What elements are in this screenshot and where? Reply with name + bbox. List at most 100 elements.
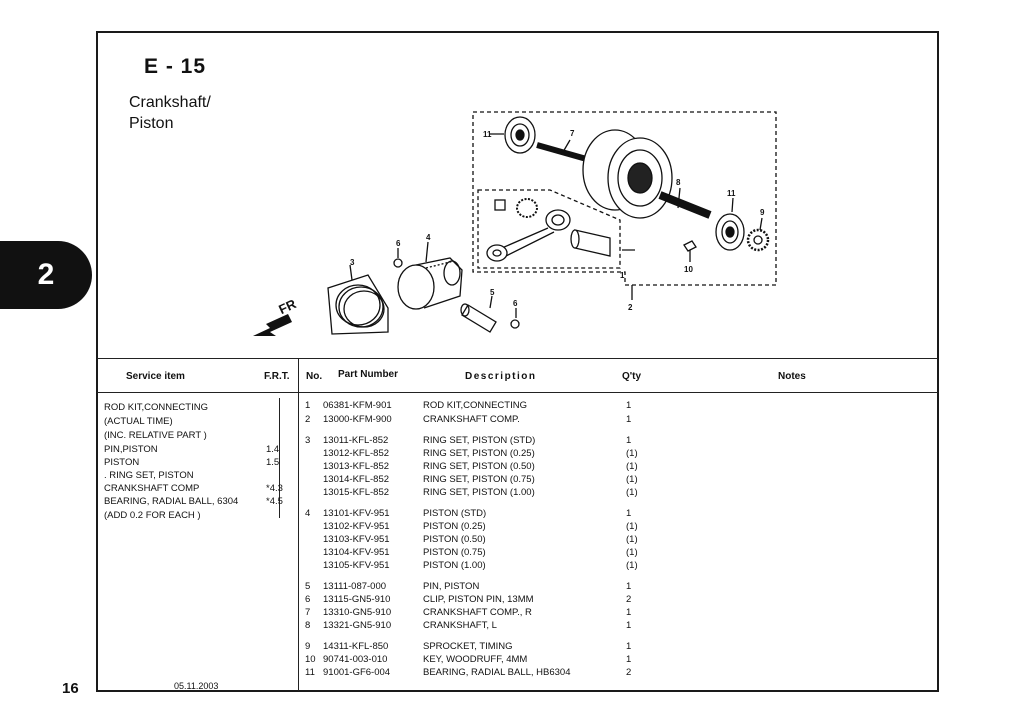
header-description: Description bbox=[465, 371, 537, 382]
part-qty: 1 bbox=[626, 581, 632, 592]
piston-pin-icon bbox=[460, 303, 497, 333]
part-number: 13014-KFL-852 bbox=[323, 474, 390, 485]
page-number: 16 bbox=[62, 680, 79, 697]
table-top-rule bbox=[97, 358, 938, 359]
part-number: 13105-KFV-951 bbox=[323, 560, 390, 571]
rod-kit-small-part bbox=[494, 199, 506, 211]
service-item-label: BEARING, RADIAL BALL, 6304 bbox=[104, 496, 239, 507]
callout-number: 11 bbox=[727, 189, 736, 198]
part-no: 7 bbox=[305, 607, 311, 618]
part-qty: 1 bbox=[626, 400, 632, 411]
bearing-icon bbox=[504, 116, 536, 154]
part-no: 9 bbox=[305, 641, 311, 652]
part-number: 14311-KFL-850 bbox=[323, 641, 389, 652]
service-item-frt: 1.4 bbox=[266, 444, 280, 455]
part-qty: 1 bbox=[626, 607, 632, 618]
rod-kit-boundary bbox=[477, 189, 621, 269]
service-item-label: . RING SET, PISTON bbox=[104, 470, 194, 481]
part-number: 91001-GF6-004 bbox=[323, 667, 391, 678]
part-description: RING SET, PISTON (1.00) bbox=[423, 487, 535, 498]
part-description: PISTON (0.75) bbox=[423, 547, 486, 558]
part-description: PISTON (0.25) bbox=[423, 521, 486, 532]
parts-page-frame bbox=[96, 31, 939, 692]
part-qty: (1) bbox=[626, 547, 638, 558]
column-divider bbox=[298, 358, 299, 691]
assembly-boundary bbox=[472, 111, 777, 286]
front-direction-icon bbox=[253, 314, 292, 336]
part-no: 11 bbox=[305, 667, 315, 678]
part-number: 13000-KFM-900 bbox=[323, 414, 392, 425]
part-description: BEARING, RADIAL BALL, HB6304 bbox=[423, 667, 571, 678]
part-number: 13101-KFV-951 bbox=[323, 508, 390, 519]
callout-number: 6 bbox=[513, 299, 518, 308]
part-description: ROD KIT,CONNECTING bbox=[423, 400, 527, 411]
part-number: 90741-003-010 bbox=[323, 654, 388, 665]
piston-icon bbox=[397, 257, 463, 310]
service-item-frt: 1.5 bbox=[266, 457, 280, 468]
part-number: 13104-KFV-951 bbox=[323, 547, 390, 558]
header-service-item: Service item bbox=[126, 371, 185, 382]
part-qty: 1 bbox=[626, 414, 632, 425]
service-item-label: (ADD 0.2 FOR EACH ) bbox=[104, 510, 201, 521]
crank-pin-icon bbox=[574, 229, 611, 257]
callout-number: 1 bbox=[620, 271, 625, 280]
service-item-label: (ACTUAL TIME) bbox=[104, 416, 173, 427]
callout-number: 7 bbox=[570, 129, 575, 138]
callout-number: 2 bbox=[628, 303, 633, 312]
connecting-rod-icon bbox=[486, 209, 571, 262]
part-description: PIN, PISTON bbox=[423, 581, 480, 592]
part-no: 5 bbox=[305, 581, 311, 592]
service-item-label: PIN,PISTON bbox=[104, 444, 158, 455]
service-item-label: ROD KIT,CONNECTING bbox=[104, 402, 208, 413]
part-description: RING SET, PISTON (0.25) bbox=[423, 448, 535, 459]
table-header-rule bbox=[97, 392, 938, 393]
callout-number: 3 bbox=[350, 258, 355, 267]
part-description: PISTON (STD) bbox=[423, 508, 487, 519]
column-divider bbox=[279, 398, 280, 518]
callout-number: 11 bbox=[483, 130, 492, 139]
part-description: RING SET, PISTON (0.75) bbox=[423, 474, 535, 485]
part-description: PISTON (1.00) bbox=[423, 560, 486, 571]
part-qty: (1) bbox=[626, 521, 638, 532]
woodruff-key-icon bbox=[683, 240, 697, 252]
part-description: RING SET, PISTON (STD) bbox=[423, 435, 536, 446]
section-code: E - 15 bbox=[144, 55, 207, 78]
part-qty: (1) bbox=[626, 487, 638, 498]
part-no: 2 bbox=[305, 414, 311, 425]
part-number: 13015-KFL-852 bbox=[323, 487, 390, 498]
part-description: CLIP, PISTON PIN, 13MM bbox=[423, 594, 534, 605]
part-number: 13321-GN5-910 bbox=[323, 620, 392, 631]
part-qty: 1 bbox=[626, 641, 632, 652]
part-description: CRANKSHAFT COMP. bbox=[423, 414, 520, 425]
service-item-frt: *4.5 bbox=[266, 496, 283, 507]
part-qty: (1) bbox=[626, 448, 638, 459]
part-number: 13011-KFL-852 bbox=[323, 435, 389, 446]
callout-number: 9 bbox=[760, 208, 765, 217]
part-description: CRANKSHAFT, L bbox=[423, 620, 497, 631]
callout-number: 5 bbox=[490, 288, 495, 297]
part-qty: (1) bbox=[626, 560, 638, 571]
header-notes: Notes bbox=[778, 371, 806, 382]
callout-number: 4 bbox=[426, 233, 431, 242]
service-item-label: PISTON bbox=[104, 457, 140, 468]
part-number: 13310-GN5-910 bbox=[323, 607, 392, 618]
bearing-icon bbox=[715, 213, 745, 251]
part-no: 8 bbox=[305, 620, 311, 631]
part-number: 13013-KFL-852 bbox=[323, 461, 390, 472]
sprocket-icon bbox=[746, 228, 770, 252]
section-title-line: Crankshaft/ bbox=[129, 94, 211, 111]
part-qty: 1 bbox=[626, 654, 632, 665]
service-item-label: CRANKSHAFT COMP bbox=[104, 483, 200, 494]
header-no: No. bbox=[306, 371, 323, 382]
header-frt: F.R.T. bbox=[264, 371, 290, 382]
part-number: 13115-GN5-910 bbox=[323, 594, 391, 605]
crankshaft-icon bbox=[536, 129, 712, 219]
part-number: 06381-KFM-901 bbox=[323, 400, 392, 411]
piston-ring-box bbox=[327, 274, 389, 335]
part-number: 13103-KFV-951 bbox=[323, 534, 390, 545]
section-title-line: Piston bbox=[129, 115, 174, 132]
clip-icon bbox=[510, 319, 520, 329]
part-number: 13102-KFV-951 bbox=[323, 521, 390, 532]
part-no: 6 bbox=[305, 594, 311, 605]
callout-number: 8 bbox=[676, 178, 681, 187]
